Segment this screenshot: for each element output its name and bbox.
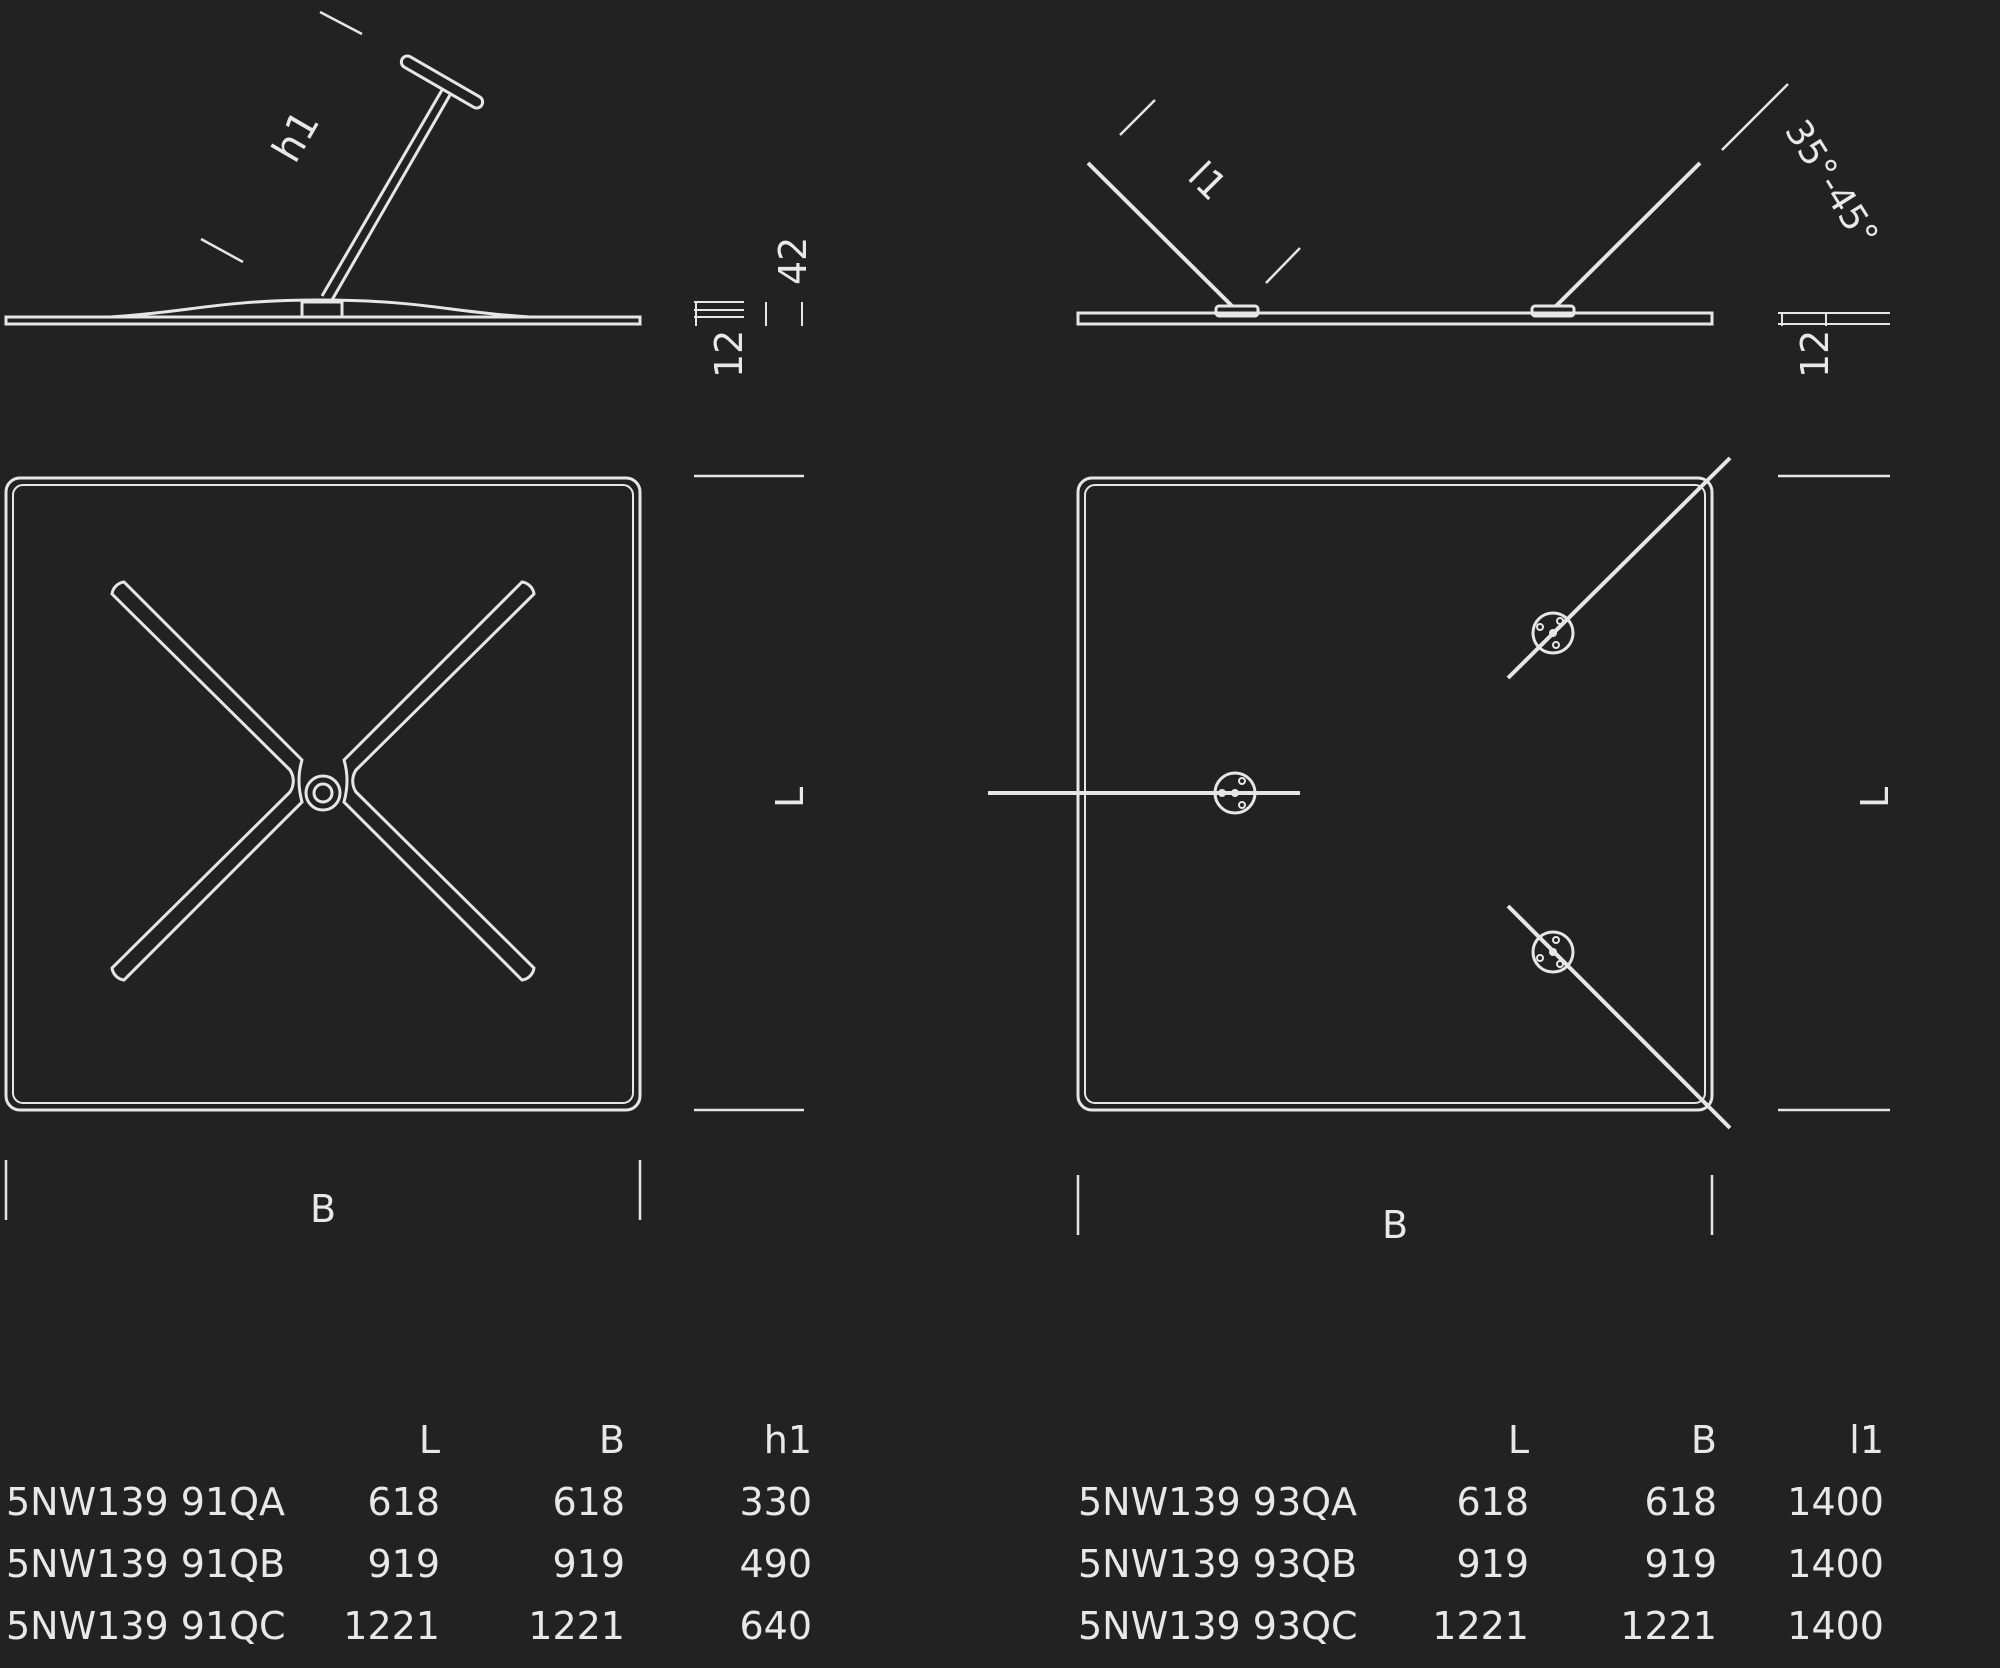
table-row: 5NW139 93QC 1221 1221 1400 <box>1072 1601 1892 1651</box>
right-suspension-point-top <box>1531 611 1575 655</box>
left-dim-42: 42 <box>771 237 815 285</box>
value-B: 618 <box>1644 1480 1717 1524</box>
table-header-row: L B l1 <box>1072 1415 1892 1465</box>
value-h1: 640 <box>739 1604 812 1648</box>
right-cable-right <box>1554 161 1702 308</box>
right-cable-left <box>1086 161 1234 308</box>
left-side-elevation: h1 12 42 <box>4 10 815 378</box>
left-B-label: B <box>310 1187 336 1231</box>
table-header-row: L B h1 <box>0 1415 820 1465</box>
left-base-hub <box>300 300 344 319</box>
left-h1-tick-bottom <box>200 237 244 264</box>
table-row: 5NW139 93QB 919 919 1400 <box>1072 1539 1892 1589</box>
table-row: 5NW139 93QA 618 618 1400 <box>1072 1477 1892 1527</box>
right-l1-tick-bottom <box>1265 247 1301 284</box>
value-L: 1221 <box>1432 1604 1529 1648</box>
left-lamp-head <box>399 54 485 110</box>
value-L: 1221 <box>343 1604 440 1648</box>
right-l1-tick-top <box>1119 99 1156 136</box>
x-arm-right <box>342 580 536 982</box>
table-row: 5NW139 91QC 1221 1221 640 <box>0 1601 820 1651</box>
value-B: 919 <box>1644 1542 1717 1586</box>
right-mount-right <box>1530 304 1576 318</box>
value-B: 1221 <box>1620 1604 1717 1648</box>
product-code: 5NW139 91QC <box>6 1604 286 1648</box>
value-l1: 1400 <box>1787 1542 1884 1586</box>
value-L: 919 <box>367 1542 440 1586</box>
right-spec-table: L B l1 5NW139 93QA 618 618 1400 5NW139 9… <box>1072 1415 1892 1665</box>
right-suspension-point-bottom <box>1531 930 1575 974</box>
right-plan-cable-top <box>1506 456 1732 680</box>
product-code: 5NW139 91QA <box>6 1480 286 1524</box>
left-spec-table: L B h1 5NW139 91QA 618 618 330 5NW139 91… <box>0 1415 820 1665</box>
value-h1: 490 <box>739 1542 812 1586</box>
right-plan-view: L B <box>988 456 1897 1247</box>
right-l1-label: l1 <box>1180 153 1236 209</box>
left-plan-view: L B <box>4 474 812 1231</box>
table-row: 5NW139 91QA 618 618 330 <box>0 1477 820 1527</box>
product-code: 5NW139 91QB <box>6 1542 286 1586</box>
right-B-label: B <box>1382 1203 1408 1247</box>
product-code: 5NW139 93QA <box>1078 1480 1358 1524</box>
header-L: L <box>1507 1418 1529 1462</box>
left-h1-tick-top <box>319 10 363 36</box>
right-panel-side <box>1076 311 1714 326</box>
product-code: 5NW139 93QB <box>1078 1542 1358 1586</box>
value-h1: 330 <box>739 1480 812 1524</box>
right-dim-12: 12 <box>1793 330 1837 378</box>
value-B: 618 <box>552 1480 625 1524</box>
x-hub-inner <box>312 782 334 804</box>
value-B: 919 <box>552 1542 625 1586</box>
right-plan-cable-bottom <box>1506 904 1732 1130</box>
left-panel-outer <box>4 476 642 1112</box>
value-L: 618 <box>367 1480 440 1524</box>
right-L-label: L <box>1853 787 1897 808</box>
value-B: 1221 <box>528 1604 625 1648</box>
right-mount-left <box>1214 304 1260 318</box>
left-arm-line-2 <box>330 94 452 301</box>
x-arm-left <box>110 580 304 982</box>
left-panel-inner <box>12 484 634 1104</box>
product-code: 5NW139 93QC <box>1078 1604 1358 1648</box>
header-B: B <box>1690 1418 1717 1462</box>
value-l1: 1400 <box>1787 1480 1884 1524</box>
x-hub-outer <box>304 774 342 812</box>
left-dim-12: 12 <box>707 330 751 378</box>
value-L: 919 <box>1456 1542 1529 1586</box>
right-angle-tick <box>1721 83 1789 151</box>
value-L: 618 <box>1456 1480 1529 1524</box>
right-side-elevation: l1 35°-45° 12 <box>1076 83 1890 378</box>
value-l1: 1400 <box>1787 1604 1884 1648</box>
header-h1: h1 <box>763 1418 812 1462</box>
x-base <box>110 580 536 982</box>
header-B: B <box>598 1418 625 1462</box>
right-angle-label: 35°-45° <box>1776 113 1885 254</box>
left-base-curve <box>109 298 531 319</box>
header-l1: l1 <box>1849 1418 1884 1462</box>
left-arm-line-1 <box>320 89 444 297</box>
left-L-label: L <box>768 787 812 808</box>
left-h1-label: h1 <box>264 103 329 170</box>
right-suspension-point-left <box>1213 771 1257 815</box>
header-L: L <box>418 1418 440 1462</box>
table-row: 5NW139 91QB 919 919 490 <box>0 1539 820 1589</box>
